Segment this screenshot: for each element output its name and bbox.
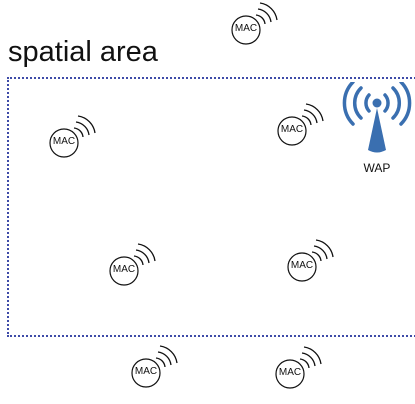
- mac-device: MAC: [130, 345, 180, 393]
- mac-device: MAC: [230, 2, 280, 50]
- mac-device: MAC: [48, 115, 98, 163]
- area-title: spatial area: [8, 36, 158, 68]
- mac-device-icon: [277, 103, 324, 146]
- spatial-area-boundary: [7, 77, 415, 337]
- mac-device: MAC: [286, 239, 336, 287]
- wap-label: WAP: [363, 161, 391, 175]
- mac-device-icon: [109, 243, 156, 286]
- device-label: MAC: [234, 23, 258, 34]
- mac-device: MAC: [108, 243, 158, 291]
- device-label: MAC: [52, 136, 76, 147]
- mac-device-icon: [275, 346, 322, 389]
- mac-device: MAC: [276, 103, 326, 151]
- mac-device: MAC: [274, 346, 324, 394]
- wireless-access-point: WAP: [340, 82, 414, 178]
- mac-device-icon: [49, 115, 96, 158]
- mac-device-icon: [131, 345, 178, 388]
- device-label: MAC: [278, 367, 302, 378]
- device-label: MAC: [290, 260, 314, 271]
- device-label: MAC: [112, 264, 136, 275]
- wireless-antenna-icon: [342, 82, 412, 153]
- device-label: MAC: [280, 124, 304, 135]
- mac-device-icon: [231, 2, 278, 45]
- mac-device-icon: [287, 239, 334, 282]
- device-label: MAC: [134, 366, 158, 377]
